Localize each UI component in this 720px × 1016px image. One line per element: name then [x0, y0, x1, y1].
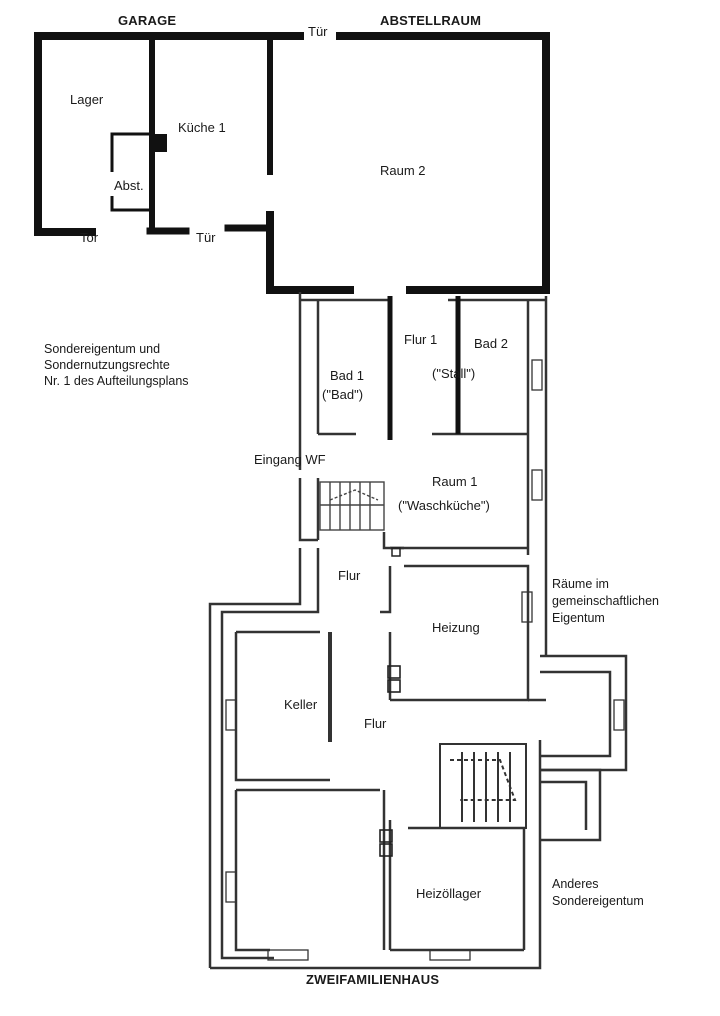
note-sondereigentum-line3: Nr. 1 des Aufteilungsplans [44, 374, 189, 388]
raum1-label: Raum 1 [432, 474, 478, 489]
bad1-label: Bad 1 [330, 368, 364, 383]
garage-label: GARAGE [118, 13, 177, 28]
keller-fixtures [379, 829, 393, 857]
waschkueche-label: ("Waschküche") [398, 498, 490, 513]
note-gemeinschaft-line1: Räume im [552, 577, 609, 591]
abstellraum-label: ABSTELLRAUM [380, 13, 482, 28]
note-anderes-line2: Sondereigentum [552, 894, 644, 908]
bad2-label: Bad 2 [474, 336, 508, 351]
stall-label: ("Stall") [432, 366, 476, 381]
windows [225, 359, 625, 961]
thick-partitions [387, 296, 461, 440]
raum2-label: Raum 2 [380, 163, 426, 178]
flur-label-lower: Flur [364, 716, 387, 731]
bad-label: ("Bad") [322, 387, 364, 402]
keller-walls [234, 630, 524, 952]
zweifamilienhaus-label: ZWEIFAMILIENHAUS [306, 972, 440, 987]
flur-walls [208, 548, 542, 970]
annex-walls [528, 555, 628, 842]
stair-lower [439, 743, 527, 829]
lager-label: Lager [70, 92, 104, 107]
door-label-top: Tür [308, 24, 328, 39]
door-label-mid: Tür [196, 230, 216, 245]
bath-block-walls [298, 292, 548, 555]
note-sondereigentum-line2: Sondernutzungsrechte [44, 358, 170, 372]
abst-closet [110, 132, 152, 212]
heizung-label: Heizung [432, 620, 480, 635]
eingang-label: Eingang WF [254, 452, 326, 467]
heizung-fixtures [387, 665, 401, 693]
garage-block-walls [34, 32, 550, 294]
note-gemeinschaft-line3: Eigentum [552, 611, 605, 625]
note-gemeinschaft-line2: gemeinschaftlichen [552, 594, 660, 608]
kueche-label: Küche 1 [178, 120, 226, 135]
note-anderes-line1: Anderes [552, 877, 599, 891]
flur-label-upper: Flur [338, 568, 361, 583]
stair-upper [319, 481, 385, 531]
abst-label: Abst. [114, 178, 144, 193]
tor-label: Tor [80, 230, 99, 245]
raum1-walls [298, 478, 528, 550]
note-sondereigentum-line1: Sondereigentum und [44, 342, 161, 356]
heizoellager-label: Heizöllager [416, 886, 482, 901]
keller-label: Keller [284, 697, 318, 712]
flur1-label: Flur 1 [404, 332, 438, 347]
